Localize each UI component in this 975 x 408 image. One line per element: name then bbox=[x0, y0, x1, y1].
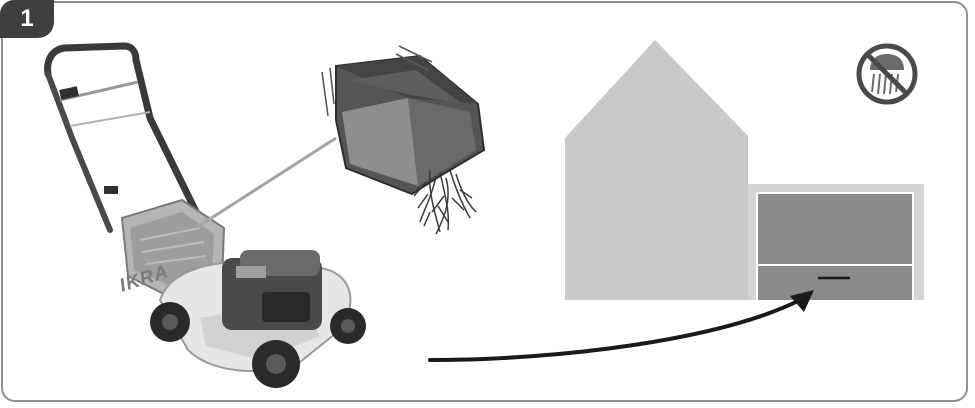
grass-catcher-icon bbox=[322, 46, 484, 234]
no-rain-icon bbox=[859, 46, 915, 102]
house-icon bbox=[565, 40, 748, 300]
lawn-mower-icon: IKRA bbox=[48, 46, 366, 388]
callout-line bbox=[196, 138, 336, 228]
garage-icon bbox=[748, 184, 924, 300]
curved-arrow-icon bbox=[430, 290, 814, 360]
